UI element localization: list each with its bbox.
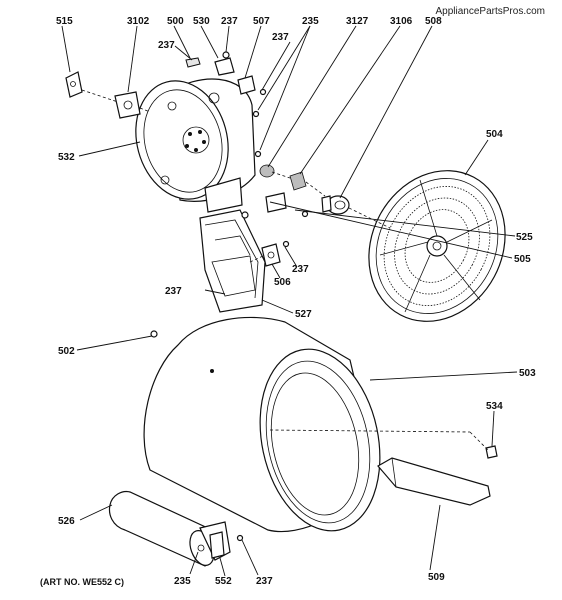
screw-part	[254, 150, 262, 158]
callout-503: 503	[519, 368, 536, 379]
callout-509: 509	[428, 572, 445, 583]
baffle-screw	[485, 445, 498, 459]
art-number: (ART NO. WE552 C)	[40, 577, 124, 587]
mount-bracket	[114, 91, 141, 119]
callout-526: 526	[58, 516, 75, 527]
dryer-drum	[143, 316, 381, 533]
callout-505: 505	[514, 254, 531, 265]
callout-504: 504	[486, 129, 503, 140]
spring-part	[185, 57, 201, 68]
callout-552: 552	[215, 576, 232, 587]
screw-part	[282, 240, 290, 248]
rear-bulkhead	[135, 78, 256, 213]
sensor-part	[265, 192, 287, 213]
screw-part	[259, 88, 267, 96]
callout-237: 237	[292, 264, 309, 275]
drum-seal-disc	[368, 170, 506, 322]
screw-part	[241, 211, 249, 219]
callout-3106: 3106	[390, 16, 413, 27]
callout-527: 527	[295, 309, 312, 320]
shaft-part	[289, 171, 307, 191]
hub-part	[321, 195, 350, 215]
callout-235: 235	[302, 16, 319, 27]
clip-part	[65, 71, 83, 98]
callout-235: 235	[174, 576, 191, 587]
callout-507: 507	[253, 16, 270, 27]
callout-3127: 3127	[346, 16, 369, 27]
thermostat-part	[237, 75, 256, 95]
callout-3102: 3102	[127, 16, 150, 27]
callout-508: 508	[425, 16, 442, 27]
alignment-lines	[81, 89, 489, 451]
screw-part	[252, 110, 260, 118]
callout-500: 500	[167, 16, 184, 27]
screw-part	[222, 51, 230, 59]
callout-237: 237	[221, 16, 238, 27]
bearing-part	[259, 164, 275, 178]
callout-532: 532	[58, 152, 75, 163]
callout-502: 502	[58, 346, 75, 357]
callout-506: 506	[274, 277, 291, 288]
callout-515: 515	[56, 16, 73, 27]
blower-support	[199, 209, 281, 313]
callout-525: 525	[516, 232, 533, 243]
watermark-text: AppliancePartsPros.com	[436, 6, 546, 17]
callout-labels: 515 3102 500 530 237 507 235 3127 3106 5…	[56, 16, 536, 587]
callout-237: 237	[256, 576, 273, 587]
callout-534: 534	[486, 401, 503, 412]
screw-part	[301, 210, 309, 218]
heater-bracket	[209, 531, 225, 559]
callout-530: 530	[193, 16, 210, 27]
cam-part	[261, 243, 281, 267]
leader-lines	[61, 25, 518, 577]
callout-237: 237	[165, 286, 182, 297]
screw-part	[236, 534, 244, 542]
callout-237: 237	[158, 40, 175, 51]
drum-baffle	[377, 457, 491, 506]
screw-part	[150, 330, 158, 338]
bracket-part	[214, 57, 235, 76]
callout-237: 237	[272, 32, 289, 43]
